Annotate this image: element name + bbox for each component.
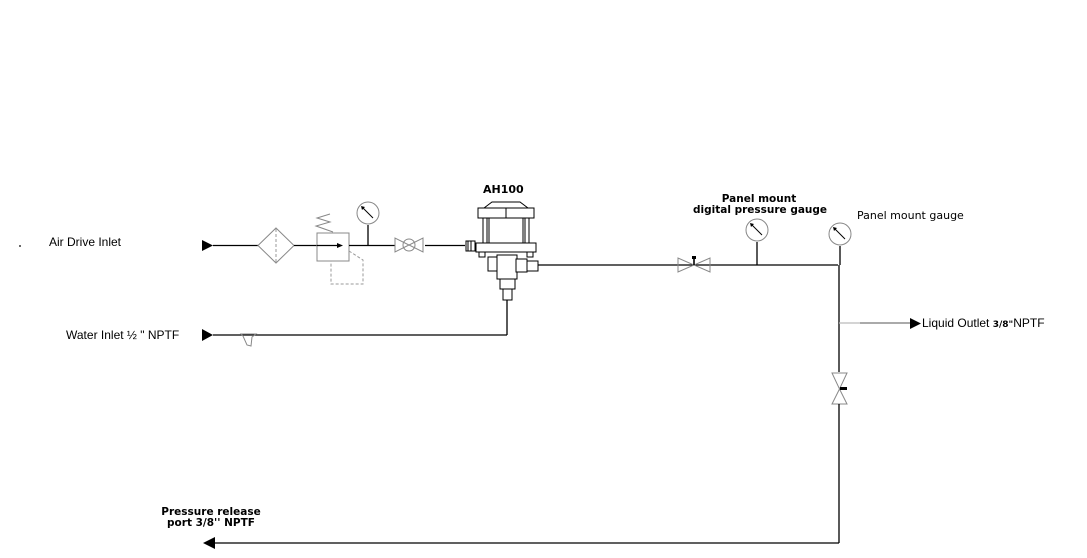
air-regulator-icon <box>314 213 364 285</box>
air-inlet-arrow <box>202 240 213 251</box>
digital-gauge-label-line2: digital pressure gauge <box>693 204 828 216</box>
air-ball-valve-icon <box>394 237 424 253</box>
pressure-release-arrow <box>203 537 215 549</box>
pressure-release-label-line1: Pressure release <box>161 506 261 518</box>
pressure-release-label: Pressure release port 3/8'' NPTF <box>160 507 262 529</box>
water-inlet-label: Water Inlet ½ " NPTF <box>66 328 180 342</box>
air-filter-icon <box>257 227 295 264</box>
pressure-release-label-line2: port 3/8'' NPTF <box>167 517 255 529</box>
outlet-needle-valve-icon <box>677 256 711 273</box>
air-gauge-icon <box>356 201 380 246</box>
liquid-outlet-arrow <box>910 318 921 329</box>
digital-pressure-gauge-icon <box>745 218 769 265</box>
liquid-outlet-label-suffix: NPTF <box>1013 316 1045 330</box>
pump-ah100-icon <box>465 201 539 301</box>
water-strainer-icon <box>239 333 258 347</box>
liquid-outlet-label: Liquid Outlet 3/8"NPTF <box>922 316 1045 330</box>
stray-dot <box>19 245 21 247</box>
pump-label: AH100 <box>483 183 524 196</box>
panel-gauge-label: Panel mount gauge <box>857 209 964 222</box>
liquid-outlet-label-main: Liquid Outlet <box>922 316 993 330</box>
liquid-outlet-label-size: 3/8" <box>992 320 1014 330</box>
release-needle-valve-icon <box>831 372 848 405</box>
water-inlet-arrow <box>202 329 213 341</box>
digital-gauge-label-line1: Panel mount <box>721 193 797 205</box>
panel-mount-gauge-icon <box>828 222 852 265</box>
air-drive-inlet-label: Air Drive Inlet <box>49 235 122 249</box>
digital-gauge-label: Panel mount digital pressure gauge <box>693 193 828 216</box>
